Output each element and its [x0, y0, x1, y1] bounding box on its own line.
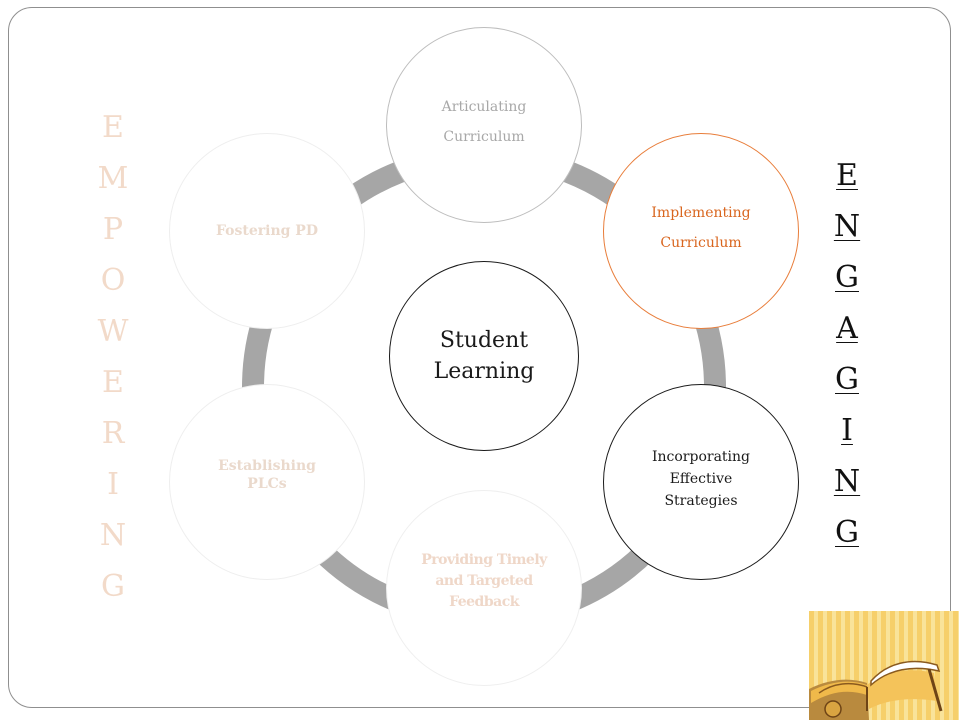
node-label: Providing Timely and Targeted Feedback: [421, 551, 547, 610]
center-label: Student Learning: [433, 328, 535, 384]
node-label: Incorporating Effective Strategies: [651, 449, 751, 509]
letter: E: [102, 110, 124, 145]
node-label: Articulating Curriculum: [441, 99, 527, 145]
letter: N: [99, 518, 127, 553]
node-label: Establishing PLCs: [218, 458, 316, 492]
node-articulating-curriculum: Articulating Curriculum: [386, 27, 582, 223]
node-implementing-curriculum: Implementing Curriculum: [603, 133, 799, 329]
letter: A: [836, 311, 858, 346]
letter: N: [833, 209, 861, 244]
letter: I: [107, 467, 119, 502]
slide-frame: [8, 7, 951, 708]
node-student-learning: Student Learning: [389, 261, 579, 451]
letter: G: [835, 515, 859, 550]
letter: G: [101, 569, 125, 604]
letter: N: [833, 464, 861, 499]
node-label: Fostering PD: [216, 223, 318, 239]
engaging-vertical-word: E N G A G I N G: [817, 150, 877, 558]
letter: E: [836, 158, 858, 193]
letter: W: [97, 314, 129, 349]
letter: I: [841, 413, 853, 448]
open-book-svg: [809, 660, 943, 720]
letter: P: [102, 212, 124, 247]
node-establishing-plcs: Establishing PLCs: [169, 384, 365, 580]
node-fostering-pd: Fostering PD: [169, 133, 365, 329]
node-label: Implementing Curriculum: [651, 205, 751, 251]
node-providing-feedback: Providing Timely and Targeted Feedback: [386, 490, 582, 686]
open-book-icon: [809, 611, 959, 720]
letter: R: [101, 416, 125, 451]
node-incorporating-strategies: Incorporating Effective Strategies: [603, 384, 799, 580]
letter: G: [835, 362, 859, 397]
letter: G: [835, 260, 859, 295]
letter: O: [100, 263, 126, 298]
letter: E: [102, 365, 124, 400]
empowering-vertical-word: E M P O W E R I N G: [83, 102, 143, 612]
letter: M: [97, 161, 129, 196]
